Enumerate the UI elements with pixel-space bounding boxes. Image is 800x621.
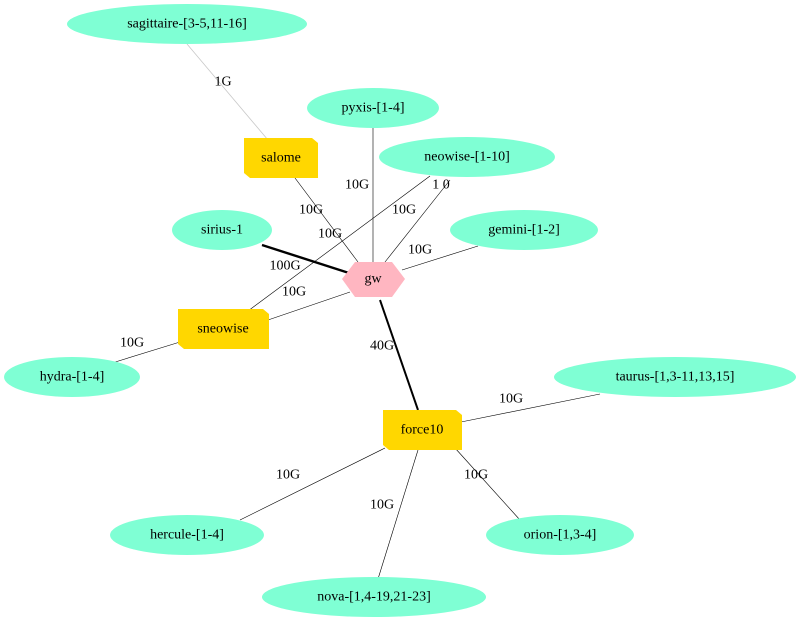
edge-label-salome-gw: 10G [299,203,323,218]
node-sirius[interactable]: sirius-1 [172,210,272,250]
node-pyxis-shape [307,88,439,128]
edge-label-neowise-sneowise: 10G [392,203,416,218]
edge-neowise-sneowise [247,175,431,312]
node-sagittaire-shape [67,4,307,44]
edge-label-salome-gw-second: 10G [318,227,342,242]
node-neowise[interactable]: neowise-[1-10] [379,137,555,177]
node-hercule[interactable]: hercule-[1-4] [110,515,264,555]
node-hercule-label: hercule-[1-4] [150,528,224,543]
edge-sneowise-hydra [111,341,181,364]
node-sagittaire-label: sagittaire-[3-5,11-16] [127,17,247,32]
node-neowise-label: neowise-[1-10] [424,150,510,165]
edge-label-force10-nova: 10G [370,498,394,513]
node-salome[interactable]: salome [244,138,318,178]
node-gemini-shape [450,210,598,250]
edge-label-sirius-gw: 100G [269,259,300,274]
node-sagittaire[interactable]: sagittaire-[3-5,11-16] [67,4,307,44]
node-orion[interactable]: orion-[1,3-4] [486,515,634,555]
edge-force10-taurus [460,393,601,423]
node-orion-shape [486,515,634,555]
edge-labels: 1G 10G 1 0 10G 10G 10G 10G 100G 10G 10G … [120,75,523,513]
edge-gw-force10 [379,299,419,411]
node-hydra-label: hydra-[1-4] [40,370,105,385]
node-gw-shape [342,262,405,297]
edges [111,43,601,580]
node-gemini[interactable]: gemini-[1-2] [450,210,598,250]
node-hydra[interactable]: hydra-[1-4] [4,357,140,397]
node-force10-shape [383,410,462,450]
node-nova-label: nova-[1,4-19,21-23] [317,590,431,605]
edge-gemini-gw [401,245,479,271]
node-hercule-shape [110,515,264,555]
edge-label-gw-sneowise: 10G [282,285,306,300]
edge-force10-nova [377,449,419,580]
edge-sagittaire-salome [186,43,269,141]
edge-gw-sneowise [267,291,351,321]
edge-label-sagittaire-salome: 1G [214,75,231,90]
edge-label-gw-force10: 40G [370,339,394,354]
edge-salome-gw [294,177,359,263]
node-sirius-label: sirius-1 [201,223,243,238]
node-hydra-shape [4,357,140,397]
node-sirius-shape [172,210,272,250]
edge-label-sneowise-hydra: 10G [120,336,144,351]
node-nova-shape [262,577,486,617]
edge-label-force10-orion: 10G [464,468,488,483]
nodes: sagittaire-[3-5,11-16] pyxis-[1-4] neowi… [4,4,796,617]
edge-label-neowise-gw: 1 0 [432,178,450,193]
edge-neowise-gw [384,179,451,263]
edge-sirius-gw [261,243,350,275]
node-neowise-shape [379,137,555,177]
node-taurus[interactable]: taurus-[1,3-11,13,15] [554,357,796,397]
edge-force10-orion [454,447,521,521]
node-force10-label: force10 [401,423,444,438]
node-orion-label: orion-[1,3-4] [524,528,597,543]
edge-label-pyxis-gw: 10G [345,178,369,193]
node-pyxis-label: pyxis-[1-4] [342,101,405,116]
node-gw[interactable]: gw [342,262,405,297]
node-sneowise[interactable]: sneowise [178,309,269,349]
node-salome-shape [244,138,318,178]
node-sneowise-label: sneowise [197,322,248,337]
edge-label-force10-taurus: 10G [499,392,523,407]
edge-label-force10-hercule: 10G [276,468,300,483]
node-gemini-label: gemini-[1-2] [488,223,560,238]
edge-force10-hercule [239,447,386,521]
node-taurus-shape [554,357,796,397]
node-sneowise-shape [178,309,269,349]
node-taurus-label: taurus-[1,3-11,13,15] [616,370,735,385]
node-nova[interactable]: nova-[1,4-19,21-23] [262,577,486,617]
node-salome-label: salome [261,151,301,166]
node-gw-label: gw [364,272,382,287]
node-pyxis[interactable]: pyxis-[1-4] [307,88,439,128]
node-force10[interactable]: force10 [383,410,462,450]
edge-label-gemini-gw: 10G [408,243,432,258]
